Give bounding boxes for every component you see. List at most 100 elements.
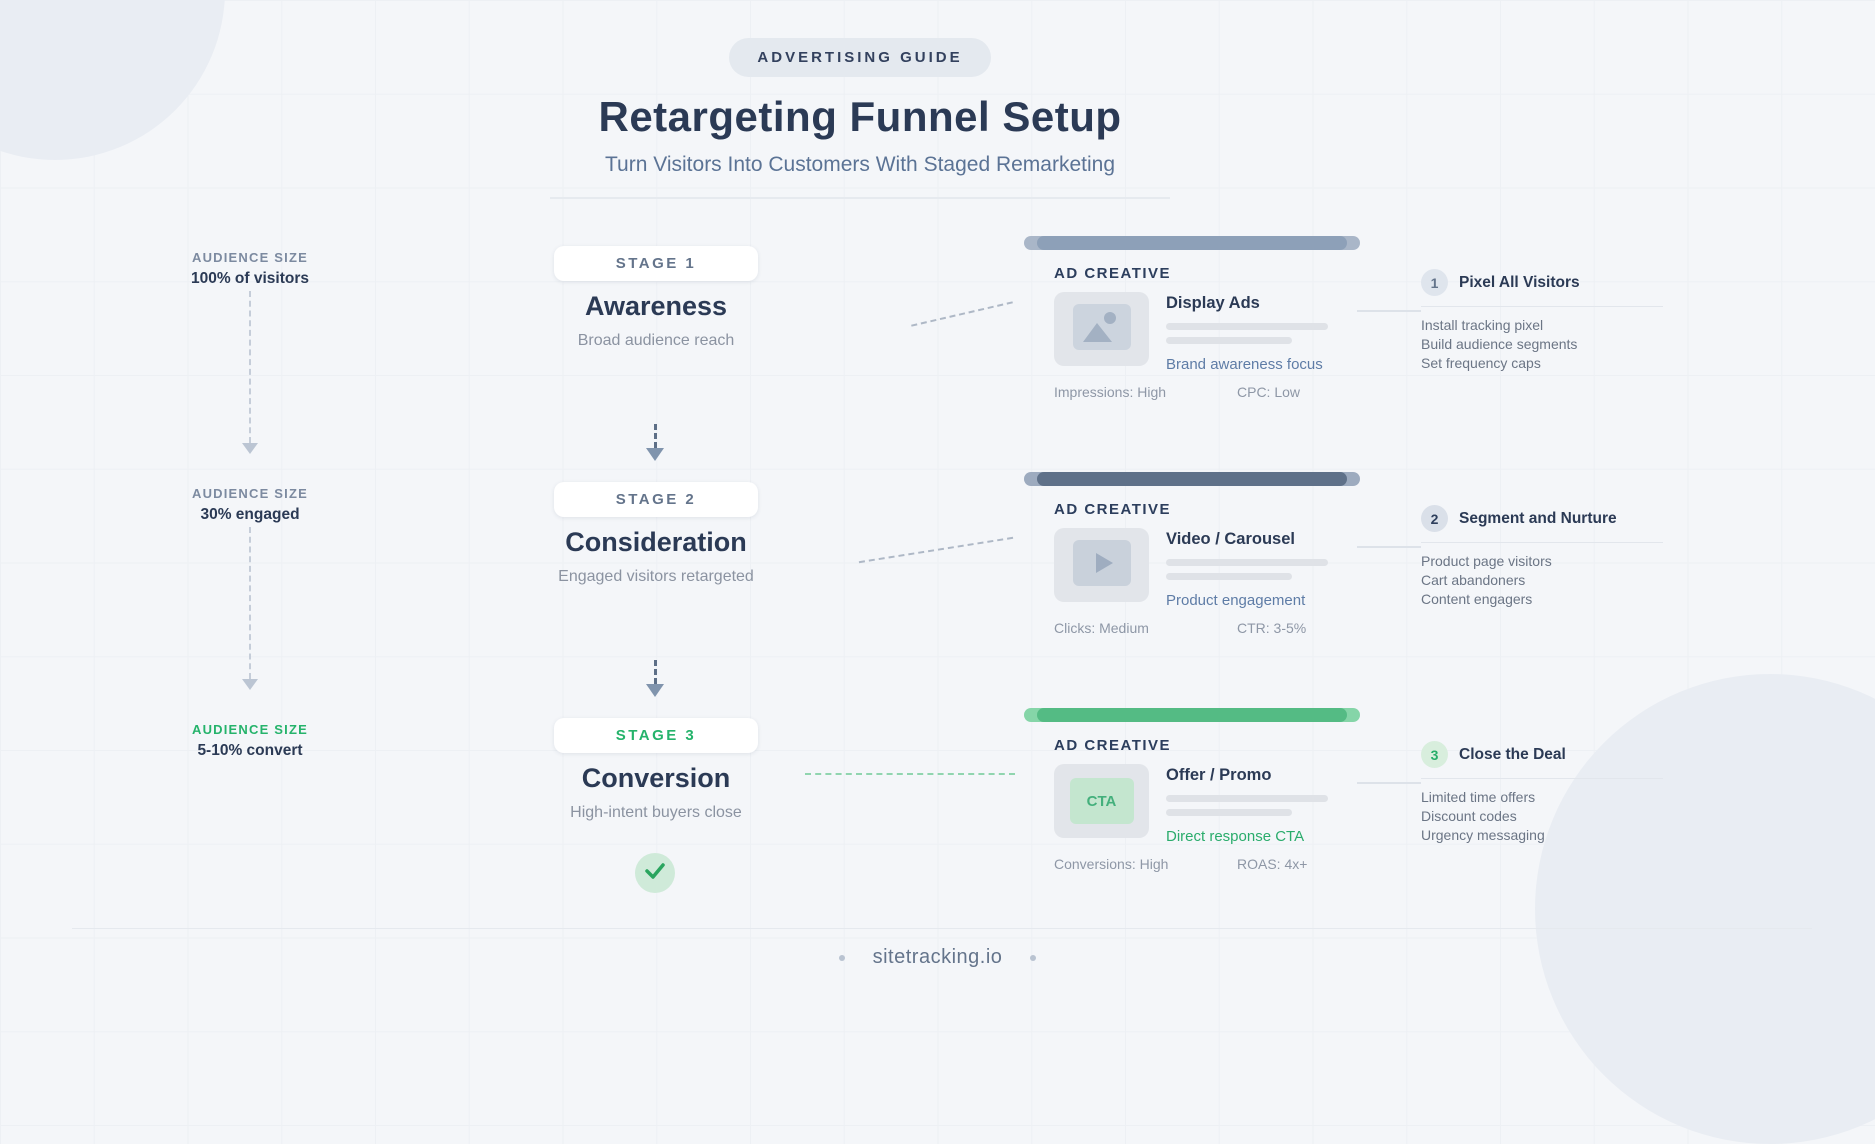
ad-creative-label: AD CREATIVE xyxy=(1054,501,1172,518)
step-divider xyxy=(1421,542,1663,543)
brand-name: sitetracking.io xyxy=(872,946,1003,968)
stage-title: Conversion xyxy=(581,763,731,793)
ad-creative-label: AD CREATIVE xyxy=(1054,265,1172,282)
step-item: Urgency messaging xyxy=(1421,827,1545,843)
step-number-badge: 2 xyxy=(1421,505,1448,532)
audience-size-label: AUDIENCE SIZE xyxy=(191,250,308,265)
ad-focus: Product engagement xyxy=(1166,592,1306,609)
step-divider xyxy=(1421,306,1663,307)
stage-progress-bar xyxy=(1024,236,1360,250)
stage-badge: STAGE 2 xyxy=(554,482,758,517)
check-icon xyxy=(645,862,665,884)
footer-dot xyxy=(1030,954,1037,961)
ad-to-step-connector xyxy=(1357,310,1421,312)
stage-to-ad-connector xyxy=(858,536,1014,564)
ad-focus: Direct response CTA xyxy=(1166,828,1305,845)
stage-card: STAGE 3 Conversion High-intent buyers cl… xyxy=(554,718,758,822)
ad-focus: Brand awareness focus xyxy=(1166,356,1323,373)
ad-format: Video / Carousel xyxy=(1166,530,1295,548)
stage-to-ad-connector xyxy=(805,773,1015,775)
arrow-down-icon xyxy=(646,448,664,461)
ad-stat-right: CPC: Low xyxy=(1237,384,1301,400)
stage-card: STAGE 2 Consideration Engaged visitors r… xyxy=(554,482,758,586)
ad-creative-label: AD CREATIVE xyxy=(1054,737,1172,754)
ad-stat-left: Conversions: High xyxy=(1054,856,1169,872)
audience-size-label: AUDIENCE SIZE xyxy=(191,722,308,737)
stage-subtitle: Engaged visitors retargeted xyxy=(558,568,754,585)
audience-size-value: 100% of visitors xyxy=(190,270,310,287)
audience-size-block: AUDIENCE SIZE 5-10% convert xyxy=(158,722,342,760)
skeleton-bar xyxy=(1166,573,1292,580)
stage-row-consideration: AUDIENCE SIZE 30% engaged STAGE 2 Consid… xyxy=(0,472,1875,708)
step-item: Build audience segments xyxy=(1421,336,1578,352)
header: ADVERTISING GUIDE Retargeting Funnel Set… xyxy=(0,38,1720,199)
step-number-badge: 3 xyxy=(1421,741,1448,768)
step-block: 3 Close the Deal Limited time offers Dis… xyxy=(1421,741,1663,845)
funnel-complete-badge xyxy=(635,853,675,893)
ad-thumbnail xyxy=(1054,292,1149,366)
page-subtitle: Turn Visitors Into Customers With Staged… xyxy=(604,153,1116,176)
step-title: Close the Deal xyxy=(1459,745,1566,763)
step-divider xyxy=(1421,778,1663,779)
step-item: Cart abandoners xyxy=(1421,572,1526,588)
step-title: Segment and Nurture xyxy=(1459,509,1617,527)
ad-to-step-connector xyxy=(1357,546,1421,548)
audience-size-value: 30% engaged xyxy=(200,506,300,523)
ad-creative-block: AD CREATIVE CTA Offer / Promo Direct res… xyxy=(1024,708,1360,872)
audience-size-block: AUDIENCE SIZE 100% of visitors xyxy=(158,250,342,288)
stage-subtitle: High-intent buyers close xyxy=(570,804,742,821)
stage-badge: STAGE 3 xyxy=(554,718,758,753)
audience-size-block: AUDIENCE SIZE 30% engaged xyxy=(158,486,342,524)
next-stage-arrow xyxy=(646,660,664,697)
audience-flow-line xyxy=(249,291,251,443)
ad-stat-right: CTR: 3-5% xyxy=(1237,620,1307,636)
footer-dot xyxy=(838,954,845,961)
step-item: Content engagers xyxy=(1421,591,1533,607)
skeleton-bar xyxy=(1166,323,1328,330)
guide-badge: ADVERTISING GUIDE xyxy=(729,38,991,77)
footer-divider xyxy=(72,928,1812,929)
ad-stat-left: Impressions: High xyxy=(1054,384,1167,400)
step-item: Limited time offers xyxy=(1421,789,1536,805)
step-item: Product page visitors xyxy=(1421,553,1552,569)
stage-progress-bar xyxy=(1024,472,1360,486)
stage-row-awareness: AUDIENCE SIZE 100% of visitors STAGE 1 A… xyxy=(0,236,1875,472)
step-number-badge: 1 xyxy=(1421,269,1448,296)
step-block: 2 Segment and Nurture Product page visit… xyxy=(1421,505,1663,609)
cta-box: CTA xyxy=(1069,778,1134,824)
stage-to-ad-connector xyxy=(911,301,1013,327)
header-divider xyxy=(550,197,1170,199)
step-title: Pixel All Visitors xyxy=(1459,273,1580,291)
stage-row-conversion: AUDIENCE SIZE 5-10% convert STAGE 3 Conv… xyxy=(0,708,1875,944)
arrow-down-icon xyxy=(242,443,258,454)
stage-title: Consideration xyxy=(565,527,747,557)
audience-flow-line xyxy=(249,527,251,679)
skeleton-bar xyxy=(1166,809,1292,816)
ad-thumbnail xyxy=(1054,528,1149,602)
image-icon xyxy=(1072,303,1131,355)
stage-subtitle: Broad audience reach xyxy=(577,332,735,349)
stage-card: STAGE 1 Awareness Broad audience reach xyxy=(554,246,758,350)
audience-size-label: AUDIENCE SIZE xyxy=(191,486,308,501)
footer: sitetracking.io xyxy=(0,946,1875,969)
page-title: Retargeting Funnel Setup xyxy=(598,93,1122,140)
step-item: Install tracking pixel xyxy=(1421,317,1544,333)
audience-size-value: 5-10% convert xyxy=(197,742,303,759)
ad-format: Offer / Promo xyxy=(1166,766,1272,784)
next-stage-arrow xyxy=(646,424,664,461)
ad-stat-right: ROAS: 4x+ xyxy=(1237,856,1308,872)
skeleton-bar xyxy=(1166,337,1292,344)
stage-progress-bar xyxy=(1024,708,1360,722)
ad-thumbnail: CTA xyxy=(1054,764,1149,838)
step-item: Set frequency caps xyxy=(1421,355,1541,371)
ad-to-step-connector xyxy=(1357,782,1421,784)
stage-title: Awareness xyxy=(584,291,728,321)
ad-creative-block: AD CREATIVE Display Ads Brand awareness … xyxy=(1024,236,1360,400)
arrow-down-icon xyxy=(646,684,664,697)
arrow-down-icon xyxy=(242,679,258,690)
stage-badge: STAGE 1 xyxy=(554,246,758,281)
ad-format: Display Ads xyxy=(1166,294,1260,312)
skeleton-bar xyxy=(1166,795,1328,802)
play-icon xyxy=(1072,539,1131,591)
ad-stat-left: Clicks: Medium xyxy=(1054,620,1149,636)
